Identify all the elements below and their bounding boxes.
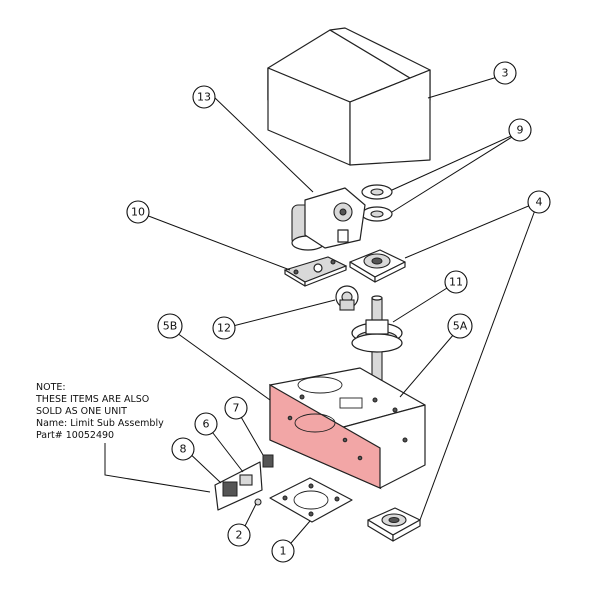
note-line-5: Part# 10052490: [36, 430, 114, 441]
callout-4: 4: [527, 190, 551, 214]
svg-text:3: 3: [502, 67, 509, 80]
svg-text:10: 10: [131, 206, 145, 219]
callout-11: 11: [444, 270, 468, 294]
part-bearing-lower: [367, 507, 421, 542]
note-line-3: SOLD AS ONE UNIT: [36, 406, 127, 417]
callout-5b: 5B: [157, 313, 183, 339]
callout-5a: 5A: [447, 313, 473, 339]
callout-6: 6: [194, 412, 218, 436]
part-bearing-upper: [349, 249, 406, 283]
svg-text:7: 7: [233, 402, 240, 415]
svg-text:5A: 5A: [453, 320, 468, 333]
note-block: NOTE: THESE ITEMS ARE ALSO SOLD AS ONE U…: [35, 382, 164, 441]
part-bushings: [361, 184, 393, 222]
callout-12: 12: [212, 316, 236, 340]
svg-text:4: 4: [536, 196, 543, 209]
callout-7: 7: [224, 396, 248, 420]
part-small-sprocket: [335, 285, 359, 311]
callout-3: 3: [493, 61, 517, 85]
part-shaft-sprocket: [351, 295, 403, 387]
callout-8: 8: [171, 437, 195, 461]
svg-text:8: 8: [180, 443, 187, 456]
callout-2: 2: [227, 523, 251, 547]
callout-1: 1: [271, 539, 295, 563]
part-chassis: [269, 367, 426, 490]
svg-text:13: 13: [197, 91, 211, 104]
callout-10: 10: [126, 200, 150, 224]
part-limit-switch: [262, 454, 274, 468]
svg-text:5B: 5B: [163, 320, 178, 333]
part-base-plate: [269, 477, 353, 523]
note-line-4: Name: Limit Sub Assembly: [36, 418, 164, 429]
svg-text:11: 11: [449, 276, 463, 289]
svg-text:6: 6: [203, 418, 210, 431]
svg-text:12: 12: [217, 322, 231, 335]
svg-text:1: 1: [280, 545, 287, 558]
callout-9: 9: [508, 118, 532, 142]
part-screw: [254, 498, 262, 506]
leader-lines: [104, 74, 539, 551]
svg-text:2: 2: [236, 529, 243, 542]
part-gear-motor: [291, 187, 366, 251]
svg-text:9: 9: [517, 124, 524, 137]
note-line-1: NOTE:: [36, 382, 66, 393]
part-motor-plate: [283, 256, 348, 287]
part-cover: [267, 27, 431, 166]
callout-13: 13: [192, 85, 216, 109]
part-limit-switch-board: [214, 461, 263, 511]
note-line-2: THESE ITEMS ARE ALSO: [35, 394, 149, 405]
